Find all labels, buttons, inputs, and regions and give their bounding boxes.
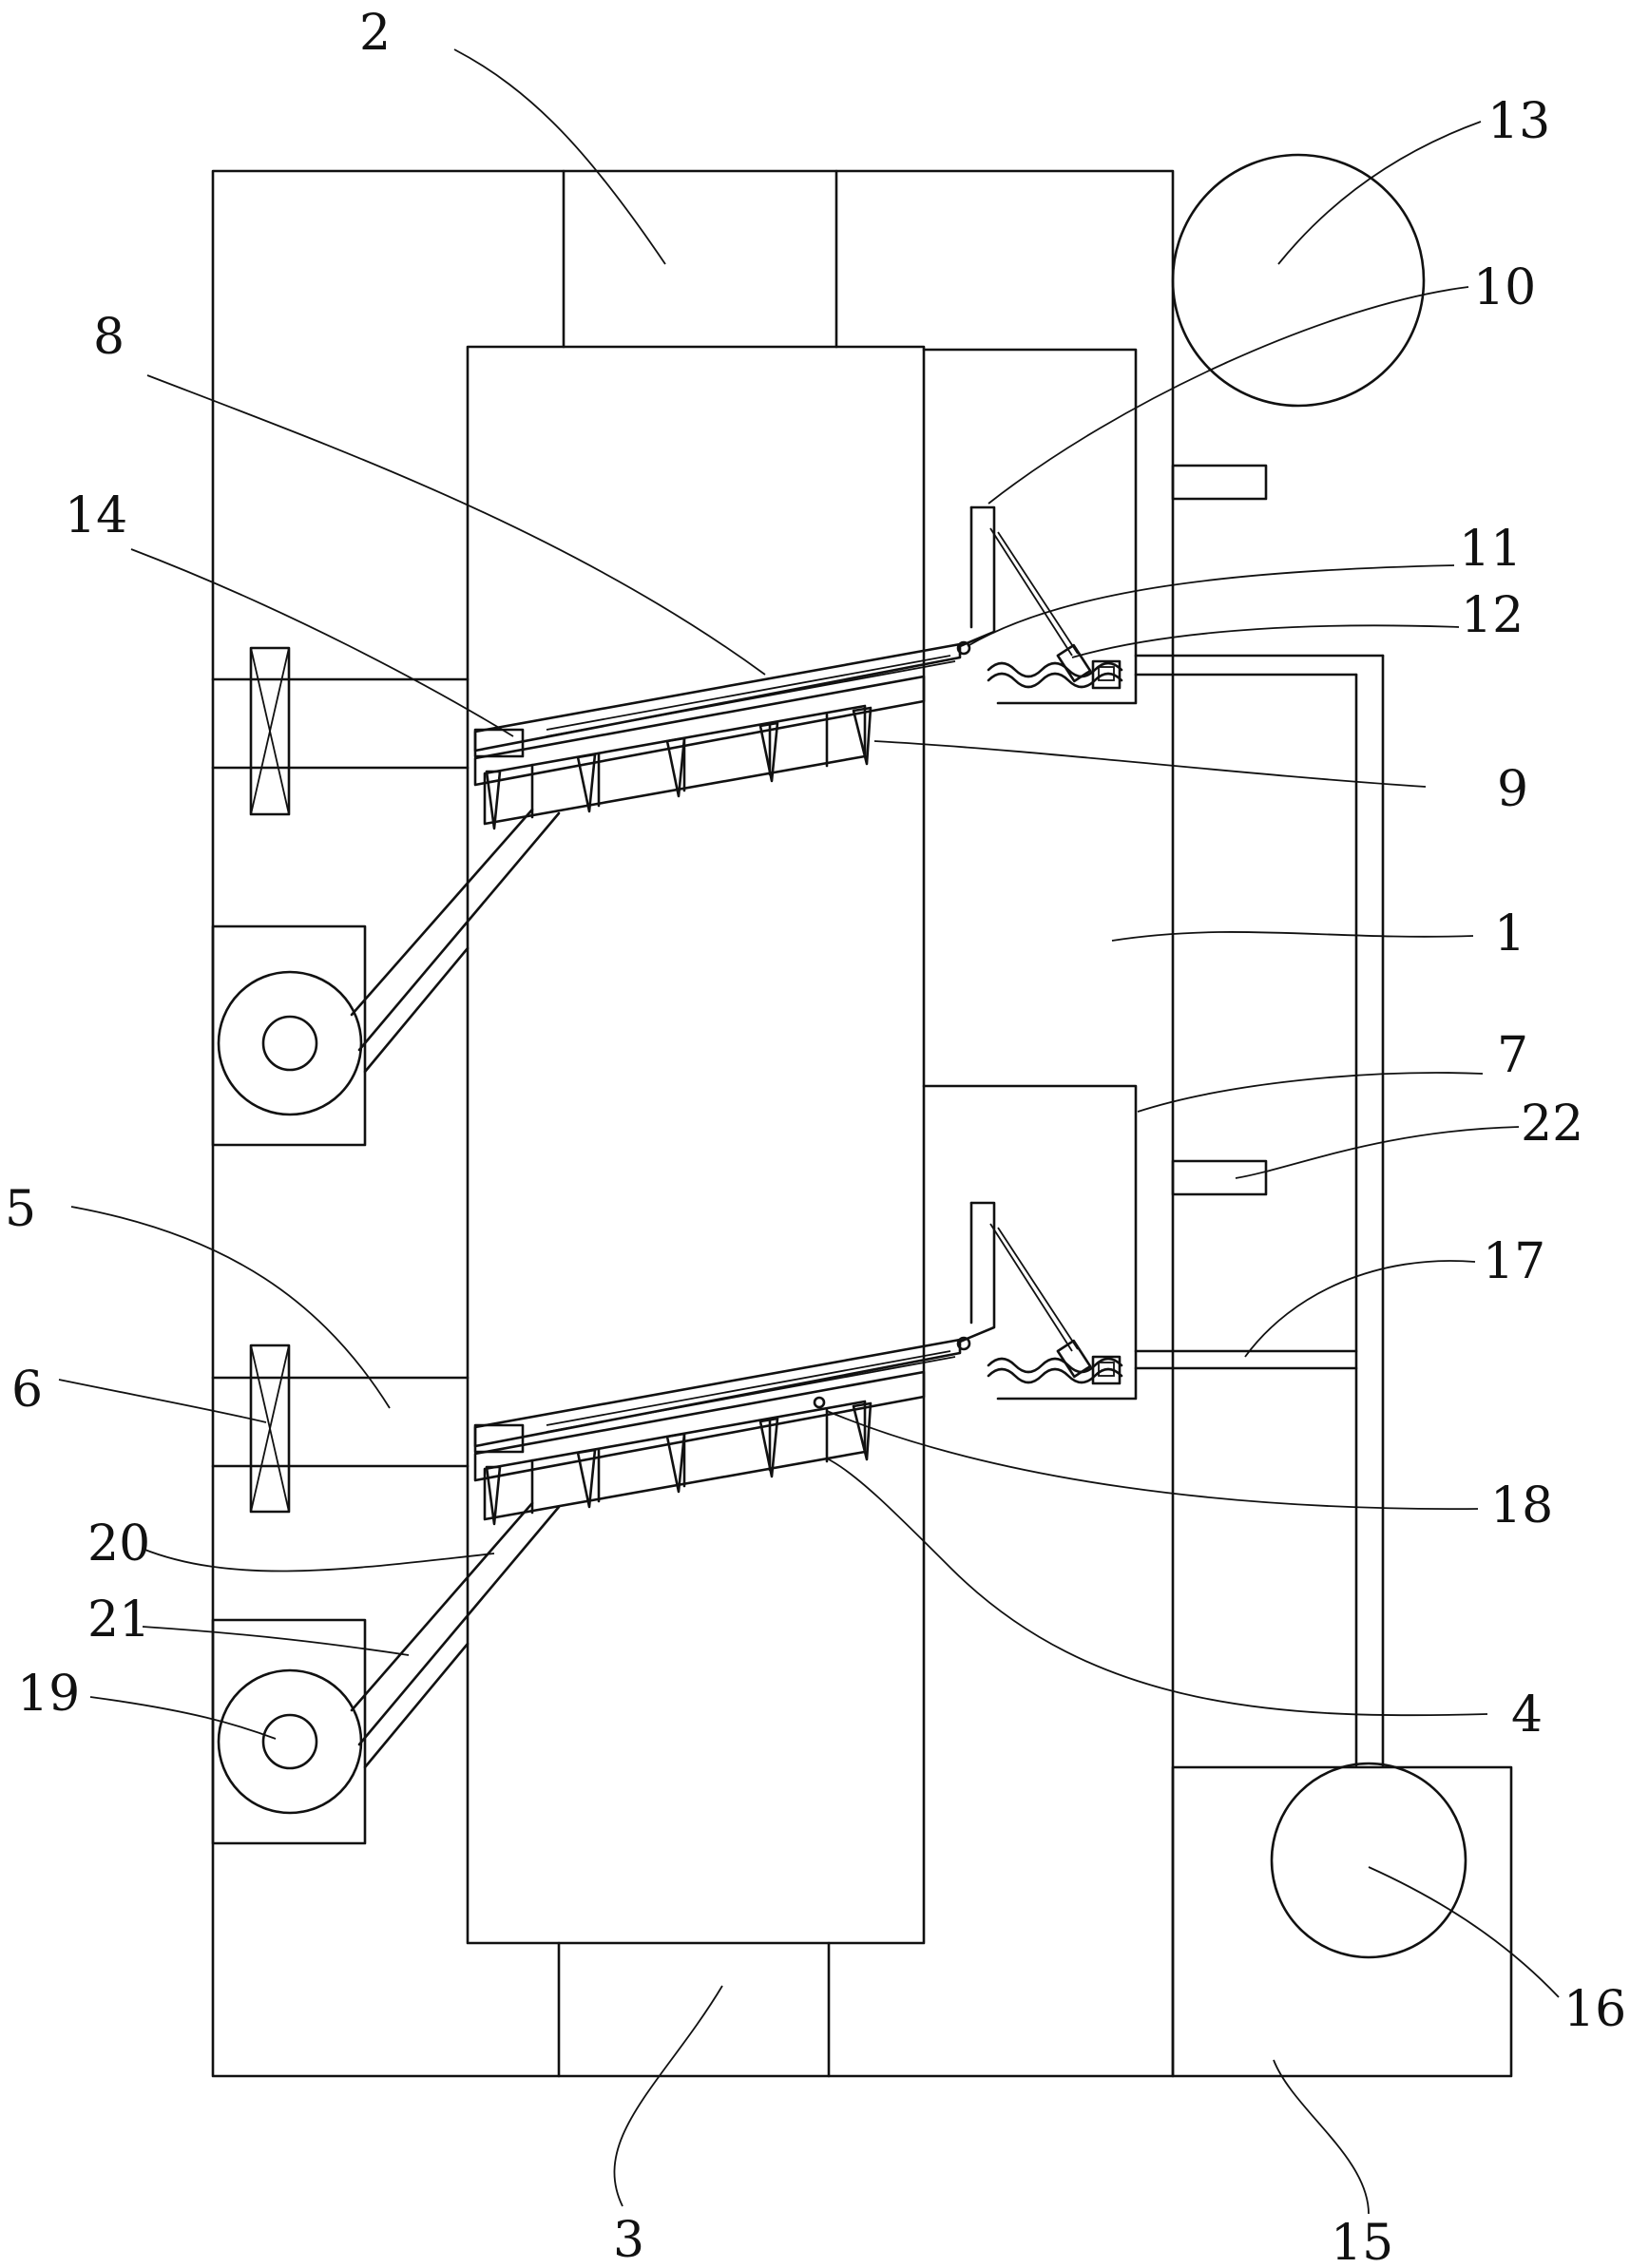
left-band-upper (211, 646, 470, 816)
pump-box (1171, 1762, 1513, 2078)
label-18: 18 (1490, 1477, 1553, 1534)
label-22: 22 (1521, 1096, 1583, 1153)
right-box-upper (922, 348, 1138, 705)
label-1: 1 (1494, 905, 1525, 962)
label-20: 20 (87, 1515, 150, 1572)
tab-lower (1171, 1159, 1268, 1196)
label-2: 2 (359, 5, 391, 62)
label-11: 11 (1459, 521, 1522, 578)
central-chamber (466, 345, 926, 1945)
right-box-lower (922, 1084, 1138, 1401)
label-21: 21 (87, 1591, 150, 1649)
label-9: 9 (1497, 761, 1528, 818)
leader-lines (58, 48, 1560, 2215)
left-band-lower (211, 1344, 470, 1514)
motor-upper (211, 924, 367, 1147)
label-17: 17 (1483, 1233, 1545, 1290)
screen-assembly-lower (473, 1201, 1123, 1526)
label-13: 13 (1487, 93, 1550, 150)
label-14: 14 (65, 487, 127, 544)
label-19: 19 (17, 1666, 80, 1723)
blower-circle (1171, 153, 1426, 408)
motor-lower (211, 1618, 367, 1845)
label-15: 15 (1331, 2215, 1393, 2268)
label-4: 4 (1511, 1687, 1543, 1744)
bottom-outlet (557, 1941, 831, 2078)
reference-labels: 2 13 10 8 14 11 12 9 1 7 22 5 17 6 18 20… (5, 5, 1626, 2268)
label-7: 7 (1497, 1027, 1528, 1084)
pipe (1134, 654, 1385, 1767)
label-5: 5 (5, 1181, 36, 1238)
label-8: 8 (93, 309, 125, 366)
label-6: 6 (11, 1362, 43, 1419)
label-10: 10 (1473, 259, 1536, 316)
belt-upper (350, 808, 561, 1074)
label-3: 3 (613, 2212, 644, 2268)
label-12: 12 (1461, 587, 1524, 644)
tab-upper (1171, 464, 1268, 501)
top-inlet (562, 169, 838, 349)
belt-lower (350, 1501, 561, 1769)
label-16: 16 (1563, 1981, 1626, 2038)
screen-assembly-upper (473, 505, 1123, 830)
